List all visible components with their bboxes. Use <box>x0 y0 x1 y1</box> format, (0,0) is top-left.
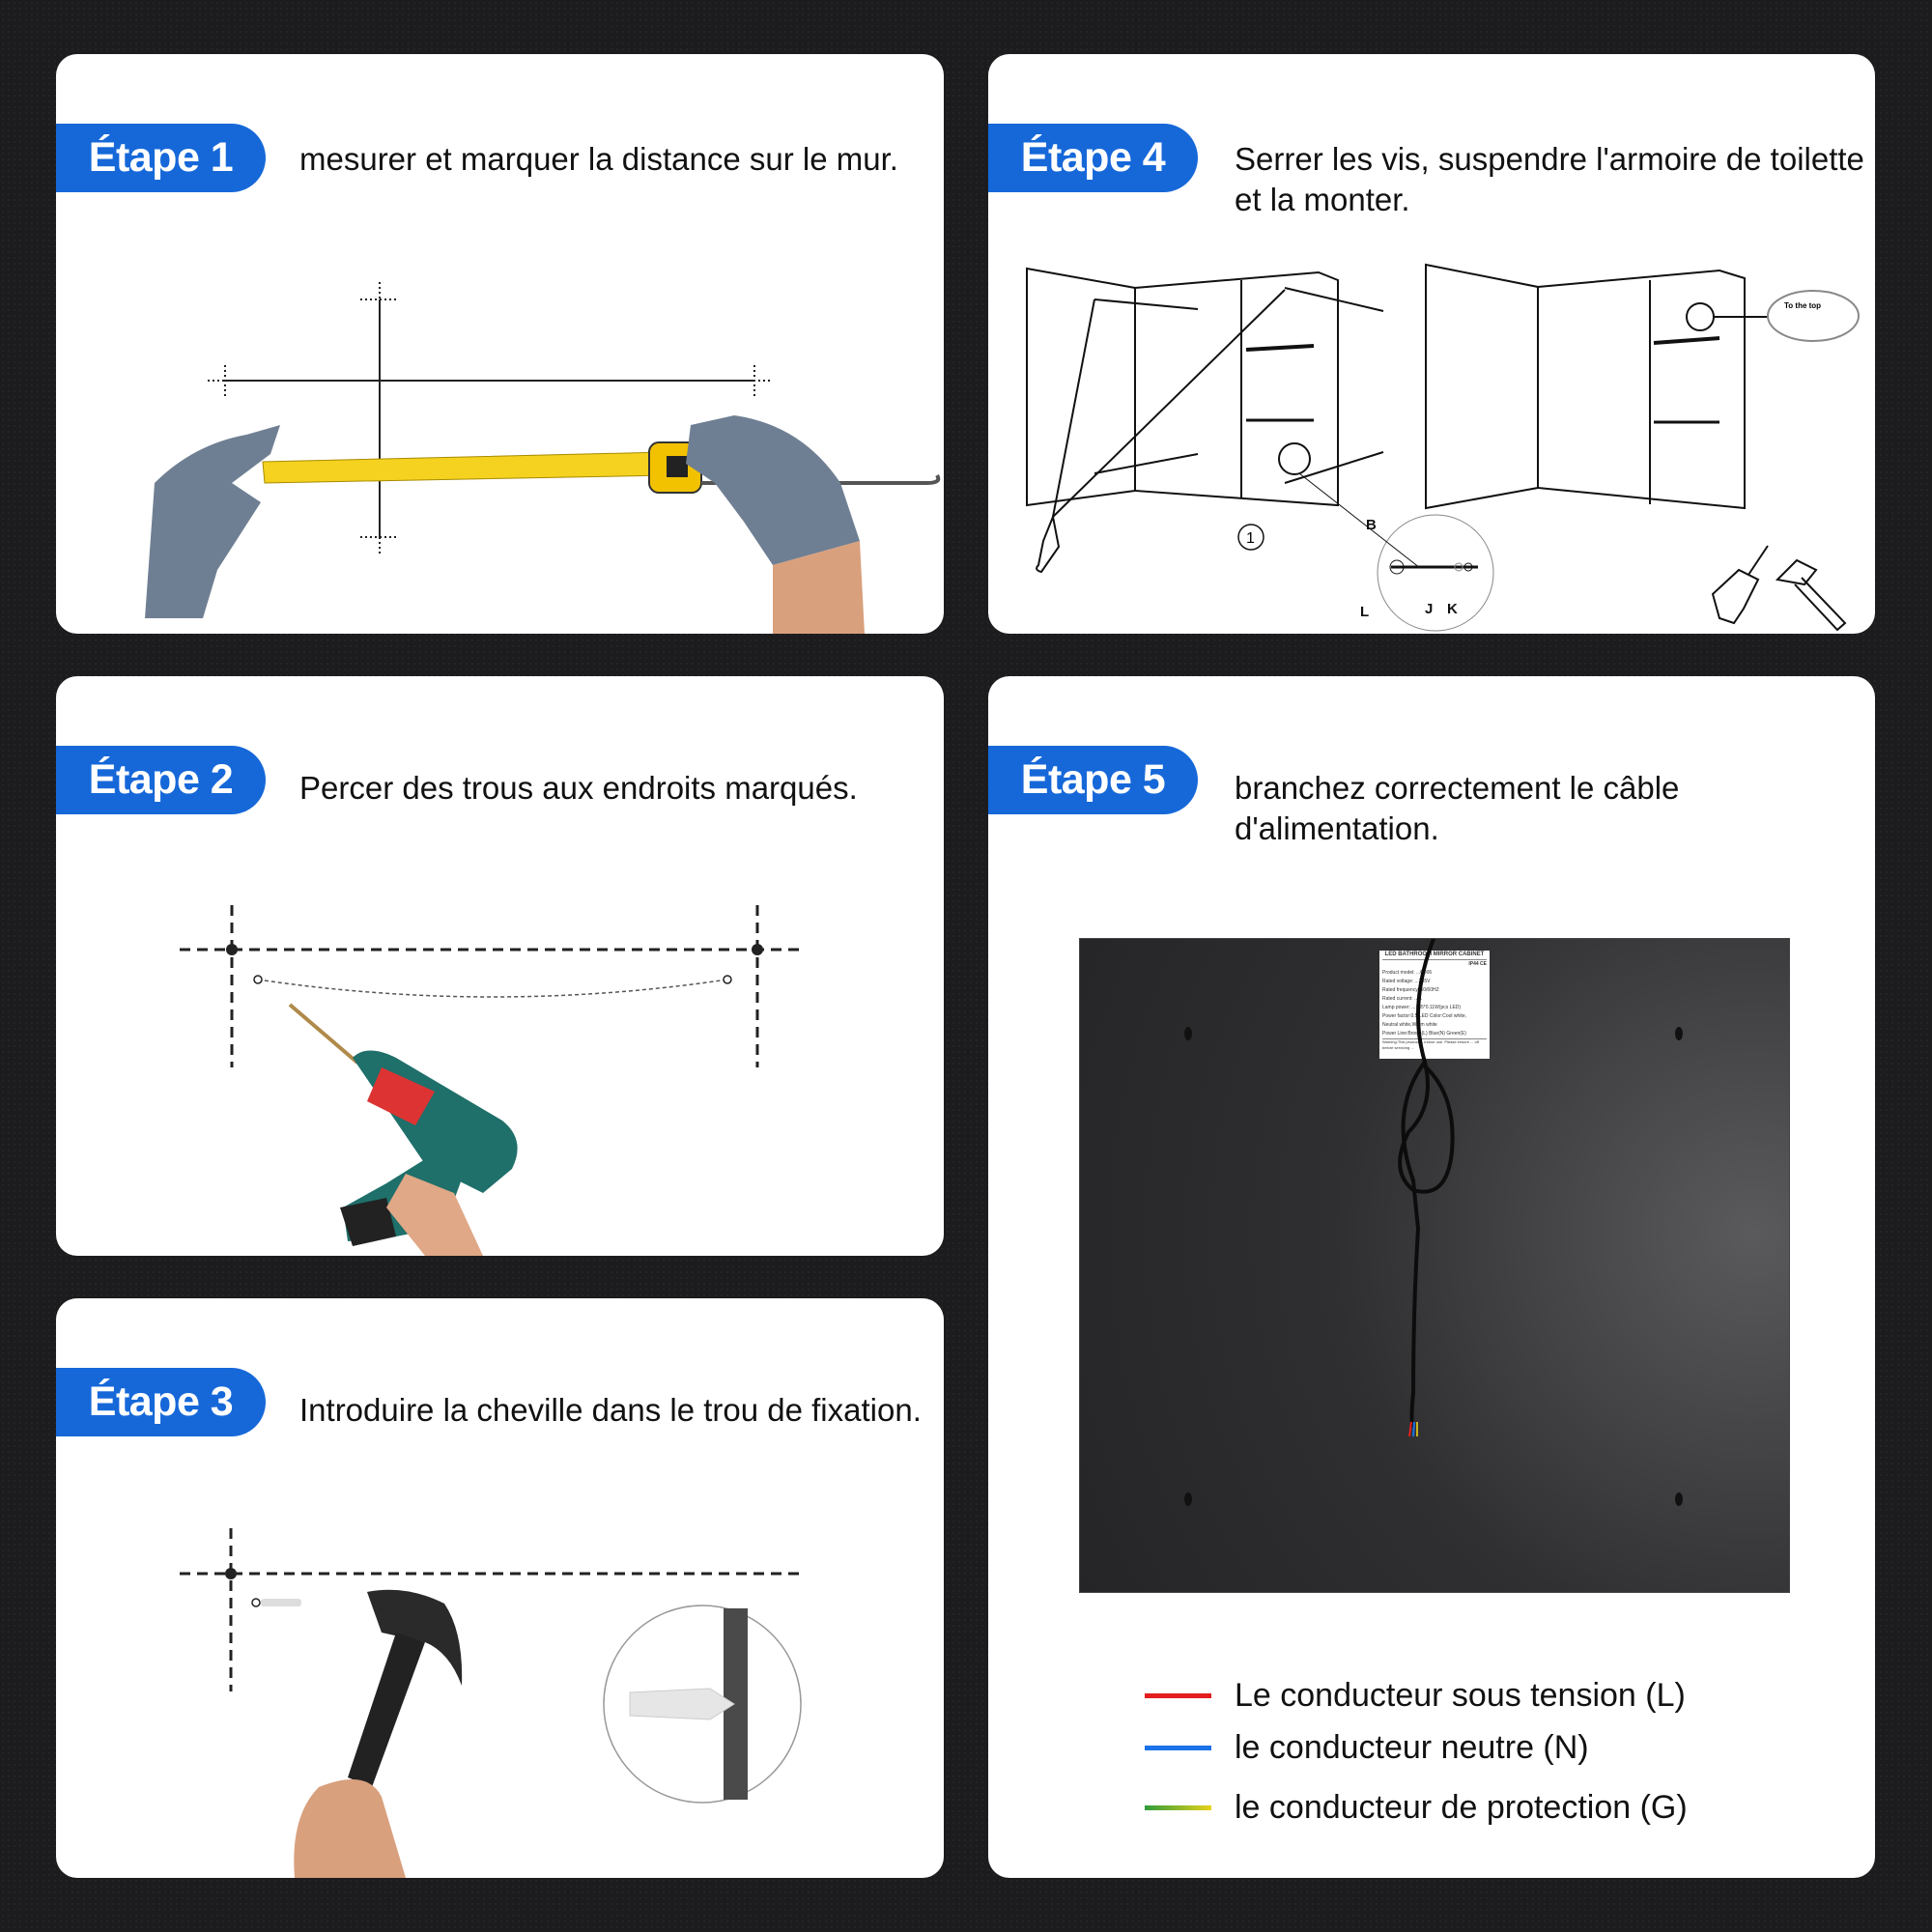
measure-illustration <box>145 282 941 634</box>
neutral-wire-swatch <box>1145 1746 1211 1750</box>
label-line: Neutral white,Warm white <box>1382 1022 1437 1028</box>
step-5-text: branchez correctement le câble d'aliment… <box>1235 768 1679 849</box>
step-5-text-line-2: d'alimentation. <box>1235 810 1439 846</box>
part-b-label: B <box>1366 517 1377 533</box>
closed-cabinet <box>1425 263 1860 510</box>
step-2-text: Percer des trous aux endroits marqués. <box>299 770 858 806</box>
legend-live: Le conducteur sous tension (L) <box>1145 1677 1686 1715</box>
label-line: Please ensure ... off before <box>1382 1039 1479 1050</box>
hammer-icon <box>294 1589 463 1878</box>
label-line: Warning:This product ... indoor use. <box>1382 1039 1444 1044</box>
glove-left-icon <box>145 425 280 618</box>
step-4-badge: Étape 4 <box>988 124 1198 192</box>
anchor-illustration <box>180 1528 802 1878</box>
cabinet-mounting-diagram: To the top 1 B L J K <box>1026 263 1860 632</box>
label-line: servicing ... <box>1394 1045 1414 1050</box>
ground-wire-swatch <box>1145 1805 1211 1810</box>
step-5-badge: Étape 5 <box>988 746 1198 814</box>
mark-point <box>226 944 238 955</box>
label-line: Power factor:0.5 LED Color:Cool white, <box>1382 1013 1466 1019</box>
live-wire-swatch <box>1145 1693 1211 1698</box>
ce-mark: CE <box>1480 961 1487 967</box>
step-3-badge: Étape 3 <box>56 1368 266 1436</box>
product-label: LED BATHROOM MIRROR CABINET IP44 CE Prod… <box>1379 951 1490 1059</box>
glove-right-icon <box>686 415 865 634</box>
step-2-badge: Étape 2 <box>56 746 266 814</box>
label-line: Product model: ...C006 <box>1382 970 1433 976</box>
step-1-card: Étape 1 mesurer et marquer la distance s… <box>56 54 944 634</box>
cordless-drill-icon <box>288 1003 518 1256</box>
step-4-text-line-1: Serrer les vis, suspendre l'armoire de t… <box>1235 141 1864 177</box>
part-l-label: L <box>1360 604 1369 620</box>
drill-illustration <box>180 905 801 1256</box>
cabinet-back-panel: LED BATHROOM MIRROR CABINET IP44 CE Prod… <box>1079 938 1790 1593</box>
step-1-text: mesurer et marquer la distance sur le mu… <box>299 141 898 177</box>
legend-label: Le conducteur sous tension (L) <box>1235 1677 1686 1714</box>
open-cabinet <box>1026 267 1384 574</box>
label-line: Power Line:Brown(L) Blue(N) Green(E) <box>1382 1031 1466 1037</box>
part-j-label: J <box>1425 601 1433 617</box>
callout-number: 1 <box>1246 530 1255 547</box>
step-4-card: To the top 1 B L J K Étape 4 Serrer les … <box>988 54 1875 634</box>
step-3-card: Étape 3 Introduire la cheville dans le t… <box>56 1298 944 1878</box>
step-4-text-line-2: et la monter. <box>1235 182 1410 217</box>
label-line: Rated current: ...A <box>1382 996 1422 1002</box>
part-k-label: K <box>1447 601 1458 617</box>
ip-rating: IP44 <box>1468 961 1479 967</box>
legend-ground: le conducteur de protection (G) <box>1145 1789 1688 1827</box>
hardware-detail <box>1298 472 1494 632</box>
step-2-card: Étape 2 Percer des trous aux endroits ma… <box>56 676 944 1256</box>
legend-label: le conducteur de protection (G) <box>1235 1789 1688 1826</box>
tape-measure <box>262 441 941 494</box>
legend-neutral: le conducteur neutre (N) <box>1145 1729 1589 1767</box>
step-5-text-line-1: branchez correctement le câble <box>1235 770 1680 806</box>
power-cable <box>1184 939 1683 1506</box>
step-4-text: Serrer les vis, suspendre l'armoire de t… <box>1235 139 1864 220</box>
drill-marks <box>180 905 801 1067</box>
label-line: Lamp power: ...185*0.11W(pcs LED) <box>1382 1005 1462 1010</box>
wall-plug-icon <box>261 1599 301 1606</box>
to-top-label: To the top <box>1784 301 1821 310</box>
hammer-icon <box>1775 558 1847 632</box>
mark-cross <box>208 282 773 555</box>
step-1-badge: Étape 1 <box>56 124 266 192</box>
label-line: Rated frequency: 50/60HZ <box>1382 987 1439 993</box>
product-label-title: LED BATHROOM MIRROR CABINET <box>1382 951 1487 960</box>
label-line: Rated voltage: ...265V <box>1382 979 1431 984</box>
mark-point <box>752 944 763 955</box>
drill-icon <box>1711 545 1769 625</box>
legend-label: le conducteur neutre (N) <box>1235 1729 1589 1766</box>
step-3-text: Introduire la cheville dans le trou de f… <box>299 1392 922 1428</box>
anchor-detail-inset <box>603 1605 802 1804</box>
